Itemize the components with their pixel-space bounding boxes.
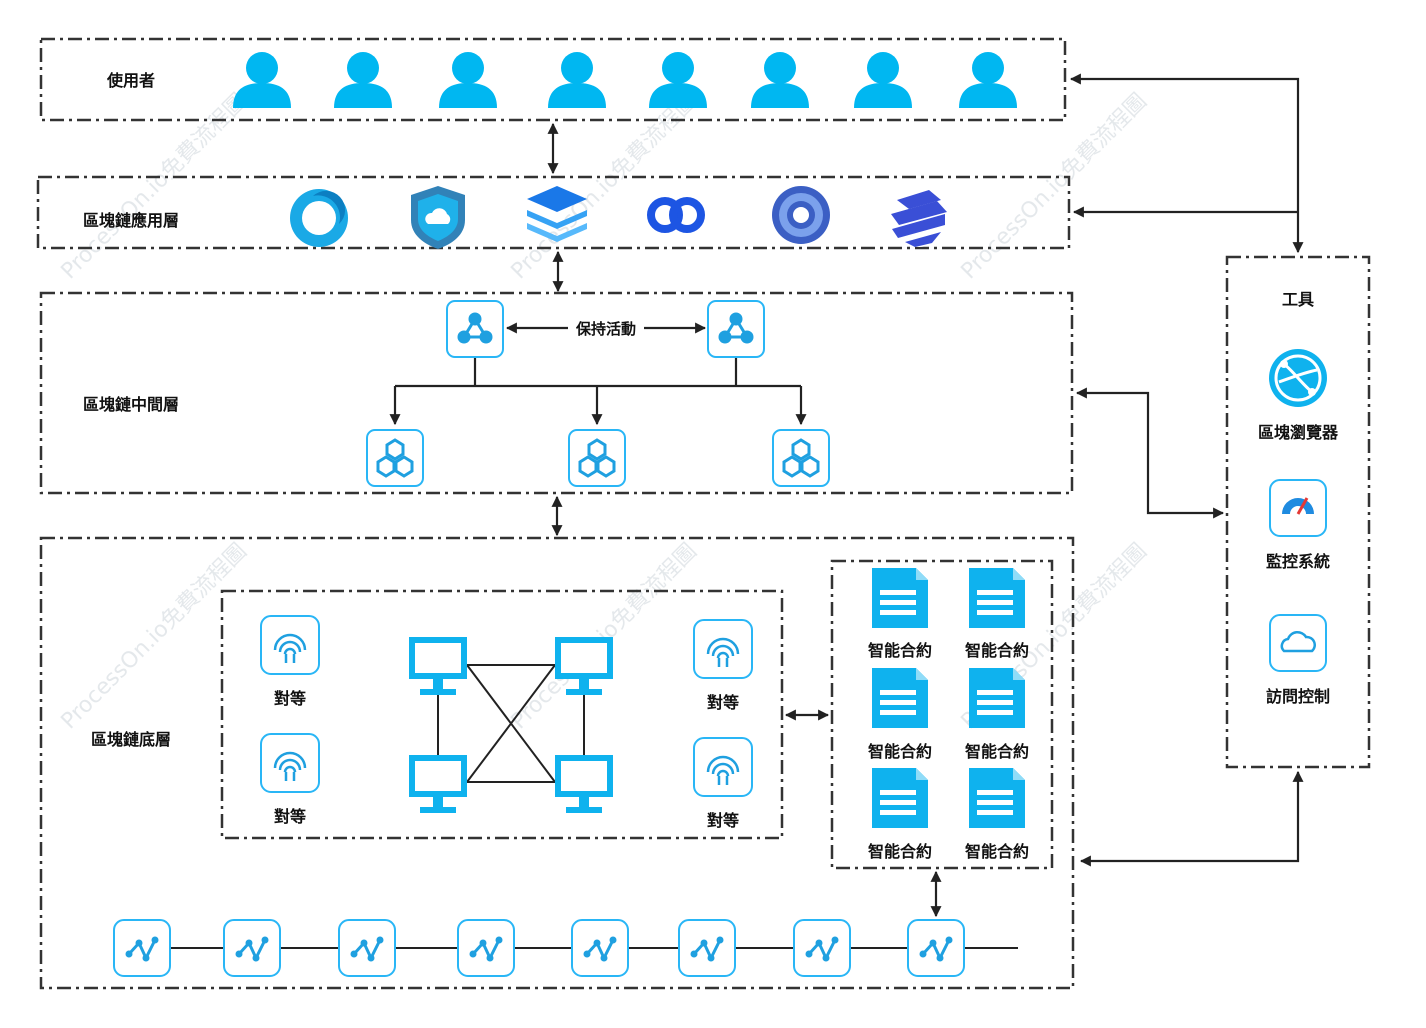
peer-label: 對等 [707,693,739,712]
document-icon [969,668,1025,728]
contract-label: 智能合約 [868,742,932,761]
computer-icon [409,755,467,813]
tools-users-connector [1069,73,1304,254]
user-icon [233,52,291,108]
chain-node-icon [907,919,965,977]
contract-label: 智能合約 [965,742,1029,761]
contract-label: 智能合約 [965,641,1029,660]
speedometer-icon [1269,479,1327,537]
link-rings-icon [647,197,705,233]
layer-label-base: 區塊鏈底層 [91,730,171,749]
tools-box [1225,255,1371,769]
ring-app-icon [290,189,348,247]
chain-node-icon [457,919,515,977]
chain-node-icon [113,919,171,977]
p2p-network-box [220,589,784,840]
peer-label: 對等 [274,807,306,826]
users-row [233,52,1017,108]
apps-row [290,186,948,249]
hexagon-cluster-icon [772,429,830,487]
tools-middleware-connector [1075,387,1225,519]
chain-node-icon [678,919,736,977]
document-icon [969,768,1025,828]
layers-icon [527,186,587,242]
chain-node-icon [793,919,851,977]
user-icon [439,52,497,108]
computer-icon [555,637,613,695]
tool-label-monitoring: 監控系統 [1266,552,1330,571]
computer-icon [555,755,613,813]
orbit-icon [772,186,830,244]
hub-node-icon [707,300,765,358]
cloud-shield-icon [411,186,465,249]
peer-fingerprint-icon [693,737,753,797]
watermark: ProcessOn.io免費流程圖 [57,89,252,284]
user-icon [854,52,912,108]
user-icon [649,52,707,108]
document-icon [872,768,928,828]
document-icon [872,668,928,728]
computer-icon [409,637,467,695]
striped-globe-icon [890,189,948,247]
chain-nodes [113,919,965,977]
contract-label: 智能合約 [868,842,932,861]
user-icon [751,52,809,108]
globe-icon [1269,349,1327,407]
user-icon [334,52,392,108]
keepalive-label: 保持活動 [575,320,636,338]
contracts-grid: 智能合約 智能合約 智能合約 智能合約 智能合約 智能合約 [868,568,1029,861]
users-layer-box [39,37,1067,122]
layer-label-middleware: 區塊鏈中間層 [83,395,179,414]
peer-label: 對等 [274,689,306,708]
user-icon [548,52,606,108]
hub-node-icon [446,300,504,358]
watermark: ProcessOn.io免費流程圖 [507,89,702,284]
peer-fingerprint-icon [260,733,320,793]
peer-label: 對等 [707,811,739,830]
watermark: ProcessOn.io免費流程圖 [957,89,1152,284]
smart-contracts-box [830,559,1054,870]
tool-label-block-explorer: 區塊瀏覽器 [1258,423,1339,442]
document-icon [969,568,1025,628]
contract-label: 智能合約 [965,842,1029,861]
tool-label-access-control: 訪問控制 [1266,687,1330,706]
cloud-icon [1269,614,1327,672]
tools-title: 工具 [1282,290,1314,309]
chain-node-icon [223,919,281,977]
chain-node-icon [338,919,396,977]
hexagon-cluster-icon [366,429,424,487]
tools-contracts-connector [1079,770,1304,867]
watermark: ProcessOn.io免費流程圖 [507,539,702,734]
middleware-bus [395,358,801,388]
middleware-layer-box [39,291,1074,495]
user-icon [959,52,1017,108]
peer-fingerprint-icon [260,615,320,675]
chain-node-icon [571,919,629,977]
document-icon [872,568,928,628]
apps-layer-box [36,175,1071,250]
hexagon-cluster-icon [568,429,626,487]
contract-label: 智能合約 [868,641,932,660]
layer-label-users: 使用者 [106,71,155,90]
base-layer-box [39,536,1075,990]
computer-mesh [409,637,613,813]
layer-label-apps: 區塊鏈應用層 [83,211,179,230]
peer-fingerprint-icon [693,619,753,679]
